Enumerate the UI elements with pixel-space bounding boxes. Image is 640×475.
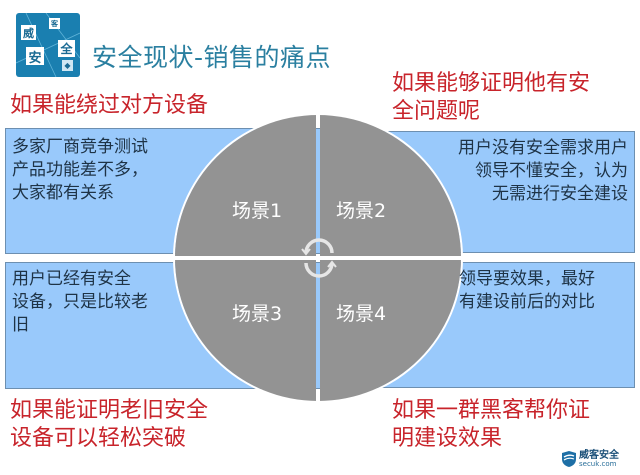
quadrant-4 — [320, 260, 461, 401]
solution-3: 如果能证明老旧安全 设备可以轻松突破 — [10, 397, 208, 453]
solution-line: 如果能够证明他有安 — [392, 71, 591, 96]
brand-domain: secuk.com — [579, 459, 617, 468]
description-line: 领导要效果，最好 — [459, 269, 595, 289]
quadrant-2 — [320, 115, 461, 256]
logo-char: 全 — [58, 40, 75, 57]
description-line: 用户已经有安全 — [12, 269, 131, 289]
scenario-2-label: 场景2 — [336, 200, 387, 222]
scenario-2-description: 用户没有安全需求用户 领导不懂安全，认为 无需进行安全建设 — [458, 137, 628, 206]
logo-char: 客 — [49, 18, 60, 29]
shield-icon: ◆ — [62, 60, 73, 71]
solution-line: 如果能证明老旧安全 — [10, 398, 209, 423]
scenario-1-label: 场景1 — [232, 200, 283, 222]
solution-1: 如果能绕过对方设备 — [10, 92, 208, 120]
logo: 威 客 安 全 ◆ — [16, 13, 80, 77]
description-line: 用户没有安全需求用户 — [458, 138, 628, 158]
description-line: 有建设前后的对比 — [459, 292, 595, 312]
shield-icon — [562, 451, 576, 467]
description-line: 旧 — [12, 315, 29, 335]
logo-char: 威 — [21, 25, 36, 40]
scenario-circle — [175, 115, 461, 401]
brand-name: 威客安全 — [579, 449, 619, 461]
solution-line: 如果一群黑客帮你证 — [392, 398, 591, 423]
solution-4: 如果一群黑客帮你证 明建设效果 — [392, 397, 590, 453]
scenario-3-label: 场景3 — [232, 303, 283, 325]
brand-watermark: 威客安全 secuk.com — [561, 450, 619, 468]
description-line: 领导不懂安全，认为 — [475, 161, 628, 181]
quadrant-3 — [175, 260, 316, 401]
solution-line: 如果能绕过对方设备 — [10, 93, 209, 118]
page-title: 安全现状-销售的痛点 — [92, 43, 332, 72]
description-line: 设备，只是比较老 — [12, 292, 148, 312]
scenario-4-label: 场景4 — [336, 303, 387, 325]
scenario-4-description: 领导要效果，最好 有建设前后的对比 — [459, 268, 595, 314]
description-line: 多家厂商竞争测试 — [12, 137, 148, 157]
scenario-3-description: 用户已经有安全 设备，只是比较老 旧 — [12, 268, 148, 337]
quadrant-1 — [175, 115, 316, 256]
description-line: 大家都有关系 — [12, 183, 114, 203]
solution-line: 明建设效果 — [392, 426, 503, 451]
cycle-arrows-icon — [301, 238, 337, 278]
logo-char: 安 — [26, 47, 44, 66]
description-line: 产品功能差不多， — [12, 160, 148, 180]
solution-line: 设备可以轻松突破 — [10, 426, 187, 451]
description-line: 无需进行安全建设 — [492, 184, 628, 204]
scenario-1-description: 多家厂商竞争测试 产品功能差不多， 大家都有关系 — [12, 136, 148, 205]
